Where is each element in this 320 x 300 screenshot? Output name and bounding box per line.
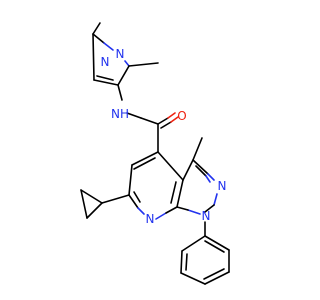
bond [204,271,230,285]
cyclopropyl-ring [80,189,103,219]
bond [180,272,206,285]
bond [170,181,177,204]
bond [92,33,95,81]
core-n2-label: N [218,179,227,193]
bond [103,42,114,51]
bond [133,157,156,170]
bond [203,268,225,280]
carbonyl-bond [167,112,176,119]
phenyl-ring [180,235,230,285]
bond [176,206,189,211]
bond [204,204,215,213]
pyridine-ring [128,151,184,220]
carbonyl-bond [157,117,169,125]
bond [213,193,218,206]
bond [207,173,215,181]
bond [187,209,201,215]
bond [176,179,184,208]
bond [117,65,130,86]
bond [195,165,207,177]
bond [192,159,209,175]
bond [140,117,159,125]
bond [180,250,183,274]
bond [96,75,114,81]
bond [128,164,133,196]
bond [101,194,130,204]
methyl-bond [128,62,159,67]
bond [165,206,178,214]
carbonyl-oxygen-label: O [177,109,186,123]
bond [92,33,105,44]
dimethylpyrazole-ring [92,33,130,86]
pyridine-n-label: N [146,212,155,226]
bond [155,212,167,220]
bond [205,175,211,183]
bond [137,207,145,215]
methyl-bond [192,137,203,161]
bond [157,151,184,181]
bond [117,84,123,101]
bond [124,60,130,67]
bond [185,253,188,271]
carbonyl-bond [170,116,179,123]
bond [131,151,159,166]
pyrazole-n2-label: N [101,55,110,69]
bond [182,159,194,181]
bond [126,112,142,119]
methyl-bond [92,22,101,35]
bond [204,235,230,251]
bond [80,189,103,204]
bond [181,235,206,252]
core-n1-label: N [202,209,211,223]
molecule-canvas: N N NH O N N N [80,22,230,285]
bond [133,191,141,203]
bond [204,240,225,253]
carbonyl-bond [160,121,172,129]
bond [128,194,139,209]
molecule-structure: N N NH O N N N [80,22,230,285]
bond [80,189,88,219]
pyrazole-n1-label: N [116,47,125,61]
fused-pyrazole-ring [176,159,218,215]
bond [86,202,103,219]
bond [93,79,119,86]
amide-nh-label: NH [111,107,129,121]
